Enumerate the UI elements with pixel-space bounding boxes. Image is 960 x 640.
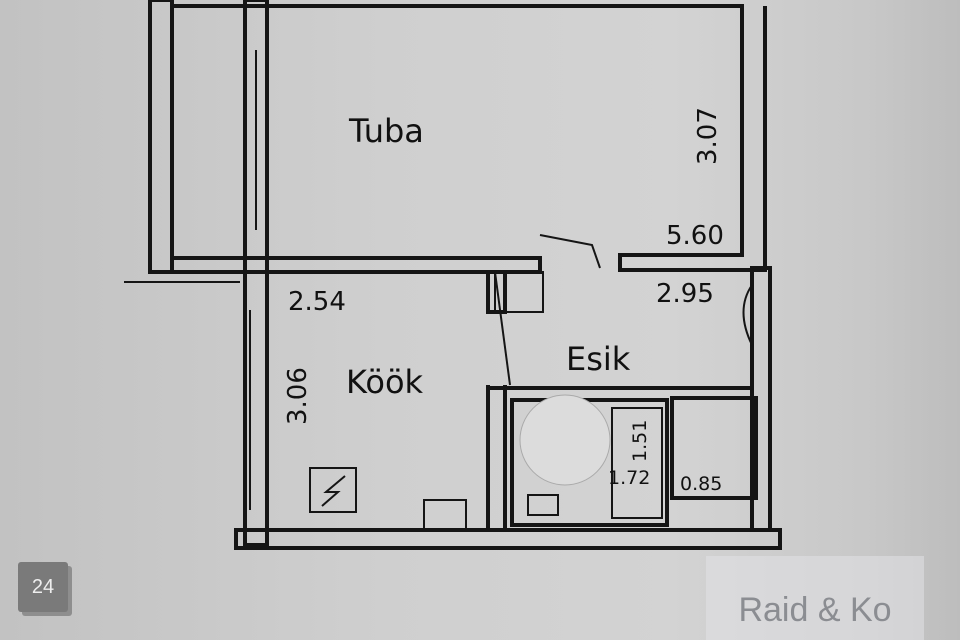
wc-wall <box>670 396 758 500</box>
room-label-tuba: Tuba <box>348 112 424 150</box>
hall-width: 2.95 <box>656 279 714 309</box>
room-label-kook: Köök <box>346 363 424 401</box>
tuba-width: 3.07 <box>693 107 723 165</box>
bathroom-length: 1.72 <box>608 467 650 489</box>
electric-panel-icon <box>309 467 357 513</box>
tuba-length: 5.60 <box>666 221 724 251</box>
radiator-icon <box>423 499 467 531</box>
kitchen-length: 3.06 <box>283 367 313 425</box>
bottom-wall <box>234 528 782 550</box>
room-label-esik: Esik <box>566 340 631 378</box>
watermark: Raid & Ko <box>706 556 924 640</box>
photo-count-badge[interactable]: 24 <box>18 562 68 612</box>
bathroom-wall <box>510 398 669 527</box>
wc-width: 0.85 <box>680 473 722 495</box>
bathroom-width: 1.51 <box>629 420 651 462</box>
kitchen-width: 2.54 <box>288 287 346 317</box>
balcony-wall <box>148 0 174 274</box>
tuba-bottom-wall <box>172 256 542 274</box>
